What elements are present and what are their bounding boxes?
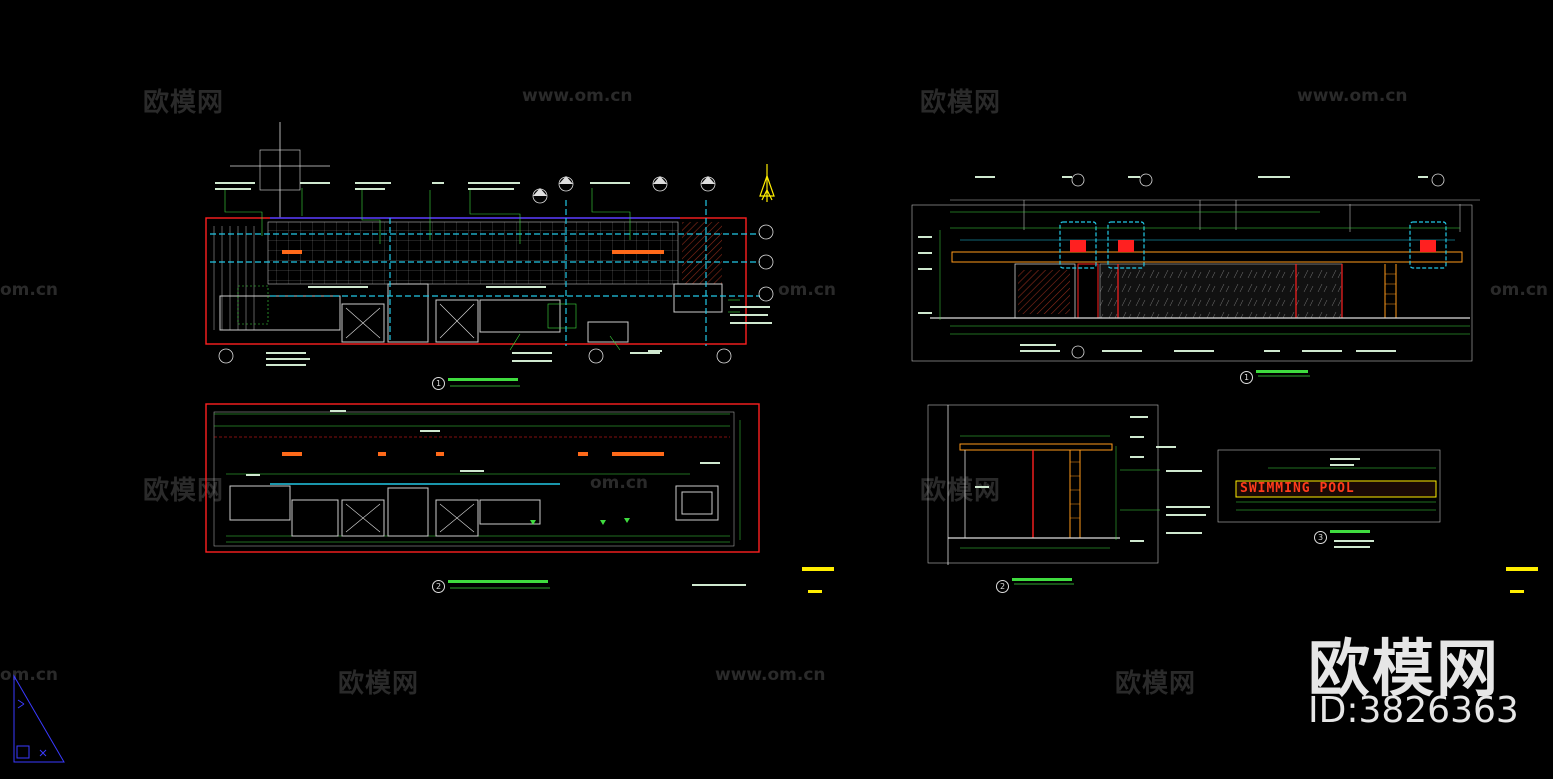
right-view1-elevation (911, 173, 1480, 377)
brand-id: ID:3826363 (1308, 690, 1519, 731)
watermark-cn: 欧模网 (920, 88, 1002, 118)
watermark-url: om.cn (0, 280, 59, 300)
view-number-badge: 3 (1314, 531, 1327, 544)
right-view3-sign (1217, 449, 1538, 593)
brand-logo: 欧模网 (1308, 632, 1501, 705)
watermark-url: www.om.cn (715, 665, 826, 685)
watermark-url: om.cn (0, 665, 59, 685)
left-view1-plan (205, 122, 774, 387)
ucs-icon (13, 674, 65, 763)
north-arrow-icon (759, 164, 775, 202)
watermark-url: om.cn (778, 280, 837, 300)
watermark-cn: 欧模网 (920, 476, 1002, 506)
view-number-badge: 1 (432, 377, 445, 390)
view-number-badge: 2 (432, 580, 445, 593)
left-view2-plan (205, 403, 834, 593)
view-number-badge: 1 (1240, 371, 1253, 384)
watermark-cn: 欧模网 (143, 88, 225, 118)
watermark-cn: 欧模网 (338, 669, 420, 699)
watermark-url: www.om.cn (1297, 86, 1408, 106)
right-view2-section (927, 404, 1210, 585)
watermark-cn: 欧模网 (1115, 669, 1197, 699)
watermark-url: www.om.cn (522, 86, 633, 106)
view-number-badge: 2 (996, 580, 1009, 593)
watermark-cn: 欧模网 (143, 476, 225, 506)
watermark-url: om.cn (590, 473, 649, 493)
watermark-url: om.cn (1490, 280, 1549, 300)
swimming-pool-sign: SWIMMING POOL (1240, 481, 1355, 496)
